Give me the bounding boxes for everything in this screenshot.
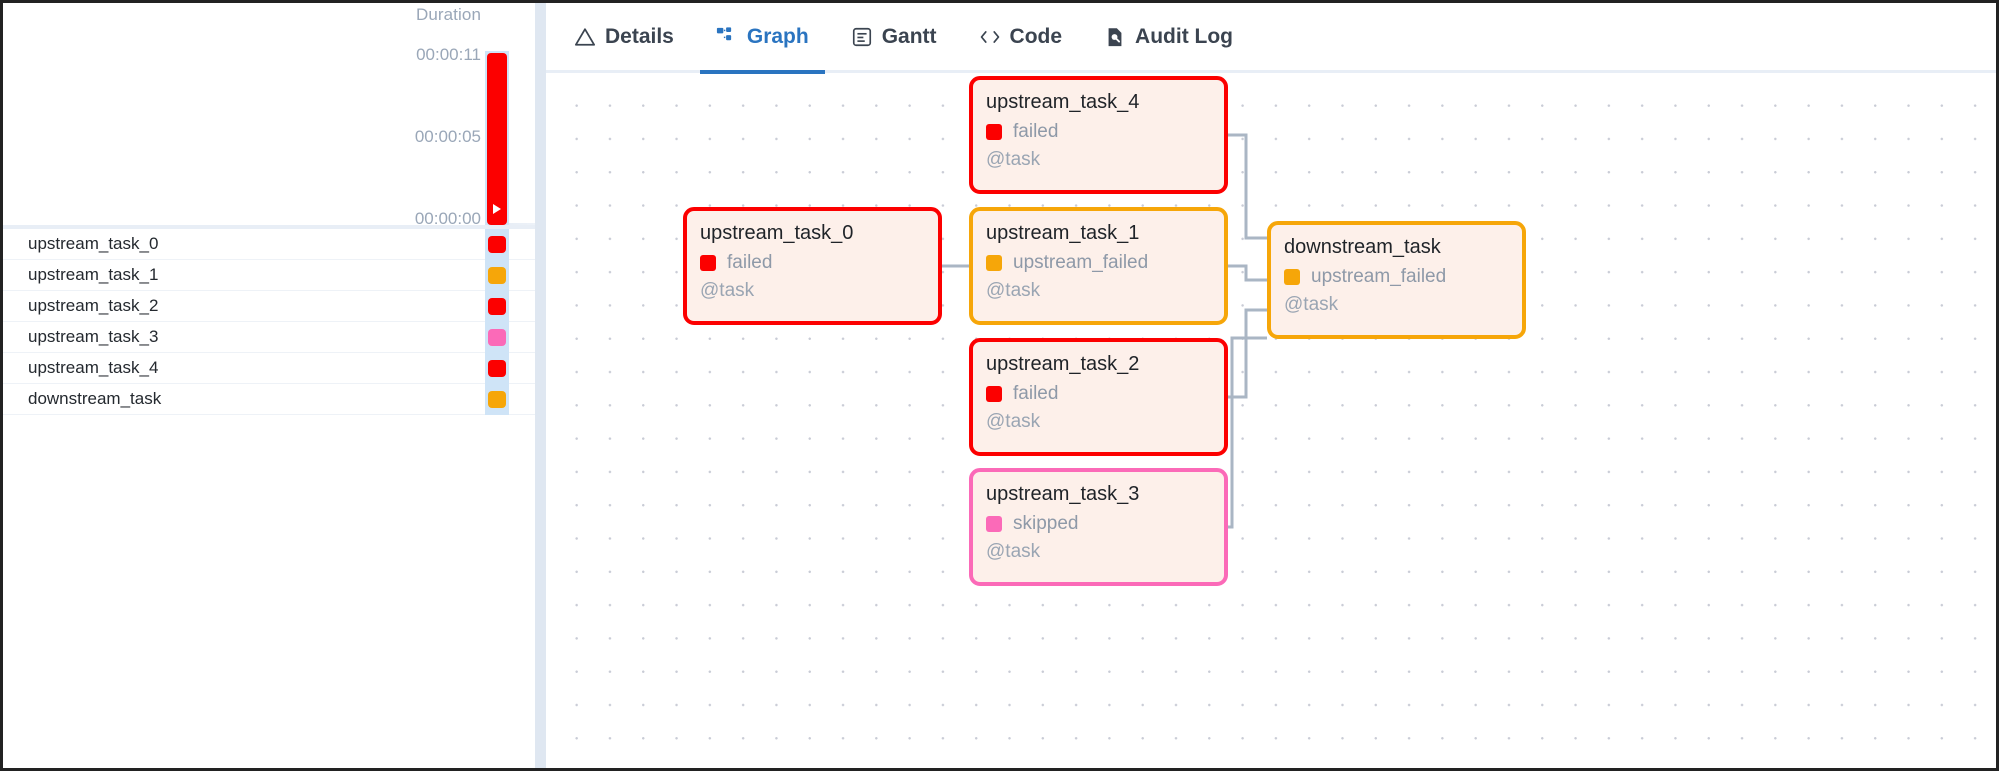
detail-tab-bar: Details Graph Gantt Code Audit Log (546, 3, 1996, 74)
graph-edge (1228, 264, 1267, 282)
gantt-chart-icon (851, 26, 873, 48)
chart-baseline-divider (3, 225, 535, 229)
tab-audit-log[interactable]: Audit Log (1088, 3, 1249, 71)
tab-label: Graph (746, 24, 809, 48)
tab-label: Gantt (881, 24, 937, 48)
graph-node-title: upstream_task_4 (986, 91, 1140, 113)
chart-baseline-taper (509, 223, 535, 231)
code-brackets-icon (979, 26, 1001, 48)
duration-axis-tick-mid: 00:00:05 (414, 127, 481, 146)
tab-label: Audit Log (1135, 24, 1234, 48)
task-row-name: upstream_task_0 (28, 234, 159, 253)
task-status-chip-failed[interactable] (488, 236, 506, 253)
duration-axis-tick-high: 00:00:11 (416, 45, 481, 64)
task-row-name: upstream_task_4 (28, 358, 159, 377)
graph-node-downstream_task[interactable]: downstream_task upstream_failed @task (1267, 221, 1526, 339)
status-chip-failed (986, 124, 1002, 140)
warning-triangle-icon (574, 26, 596, 48)
status-chip-upstream_failed (986, 255, 1002, 271)
graph-node-title: upstream_task_0 (700, 222, 854, 244)
graph-node-type: @task (986, 149, 1041, 170)
graph-node-state-label: upstream_failed (1013, 252, 1149, 273)
detail-panel: Details Graph Gantt Code Audit Log upstream_… (546, 3, 1996, 768)
play-triangle-icon (493, 204, 501, 214)
task-status-chip-upstream_failed[interactable] (488, 391, 506, 408)
tab-label: Code (1009, 24, 1063, 48)
graph-node-type: @task (986, 541, 1041, 562)
duration-chart-label: Duration (415, 5, 481, 24)
task-status-chip-failed[interactable] (488, 298, 506, 315)
duration-chart: Duration 00:00:11 00:00:05 00:00:00 (3, 3, 535, 228)
audit-log-icon (1104, 26, 1126, 48)
graph-node-state: skipped (986, 513, 1224, 535)
graph-nodes-icon (716, 26, 738, 48)
task-row-name: downstream_task (28, 389, 162, 408)
tab-gantt[interactable]: Gantt (835, 3, 953, 71)
task-row-name: upstream_task_2 (28, 296, 159, 315)
graph-node-state-label: failed (1013, 383, 1059, 404)
status-chip-skipped (986, 516, 1002, 532)
graph-edge (1228, 308, 1267, 399)
panel-resize-divider[interactable] (535, 3, 546, 768)
task-status-chip-upstream_failed[interactable] (488, 267, 506, 284)
task-row[interactable]: upstream_task_0 (3, 229, 535, 260)
task-list: upstream_task_0 upstream_task_1 upstream_t… (3, 229, 535, 415)
task-row[interactable]: upstream_task_4 (3, 353, 535, 384)
graph-node-state: failed (700, 252, 938, 274)
graph-node-title: upstream_task_2 (986, 353, 1140, 375)
graph-node-type: @task (1284, 294, 1339, 315)
status-chip-failed (986, 386, 1002, 402)
status-chip-failed (700, 255, 716, 271)
graph-node-type: @task (700, 280, 755, 301)
task-row[interactable]: downstream_task (3, 384, 535, 415)
tab-code[interactable]: Code (963, 3, 1079, 71)
graph-node-title: upstream_task_3 (986, 483, 1140, 505)
tab-graph[interactable]: Graph (699, 3, 825, 74)
graph-node-state: upstream_failed (986, 252, 1224, 274)
graph-node-state-label: failed (727, 252, 773, 273)
task-status-chip-skipped[interactable] (488, 329, 506, 346)
grid-panel: Duration 00:00:11 00:00:05 00:00:00 upst… (3, 3, 535, 768)
graph-node-state-label: failed (1013, 121, 1059, 142)
task-row-name: upstream_task_3 (28, 327, 159, 346)
graph-edge-layer (942, 133, 1267, 529)
tab-label: Details (605, 24, 674, 48)
graph-node-state: upstream_failed (1284, 266, 1522, 288)
status-chip-upstream_failed (1284, 269, 1300, 285)
graph-node-state-label: skipped (1013, 513, 1079, 534)
task-row[interactable]: upstream_task_2 (3, 291, 535, 322)
task-row-name: upstream_task_1 (28, 265, 159, 284)
graph-node-title: upstream_task_1 (986, 222, 1140, 244)
task-row[interactable]: upstream_task_3 (3, 322, 535, 353)
graph-edge (1228, 336, 1267, 529)
task-status-chip-failed[interactable] (488, 360, 506, 377)
tab-details[interactable]: Details (558, 3, 690, 71)
graph-node-state-label: upstream_failed (1311, 266, 1447, 287)
graph-node-state: failed (986, 121, 1224, 143)
task-row[interactable]: upstream_task_1 (3, 260, 535, 291)
graph-node-title: downstream_task (1284, 236, 1441, 258)
graph-node-type: @task (986, 280, 1041, 301)
dag-run-duration-bar[interactable] (487, 53, 507, 225)
graph-edge (1228, 133, 1267, 240)
duration-axis-tick-low: 00:00:00 (414, 209, 481, 228)
graph-node-upstream_task_1[interactable]: upstream_task_1 upstream_failed @task (969, 207, 1228, 325)
graph-node-type: @task (986, 411, 1041, 432)
graph-node-state: failed (986, 383, 1224, 405)
